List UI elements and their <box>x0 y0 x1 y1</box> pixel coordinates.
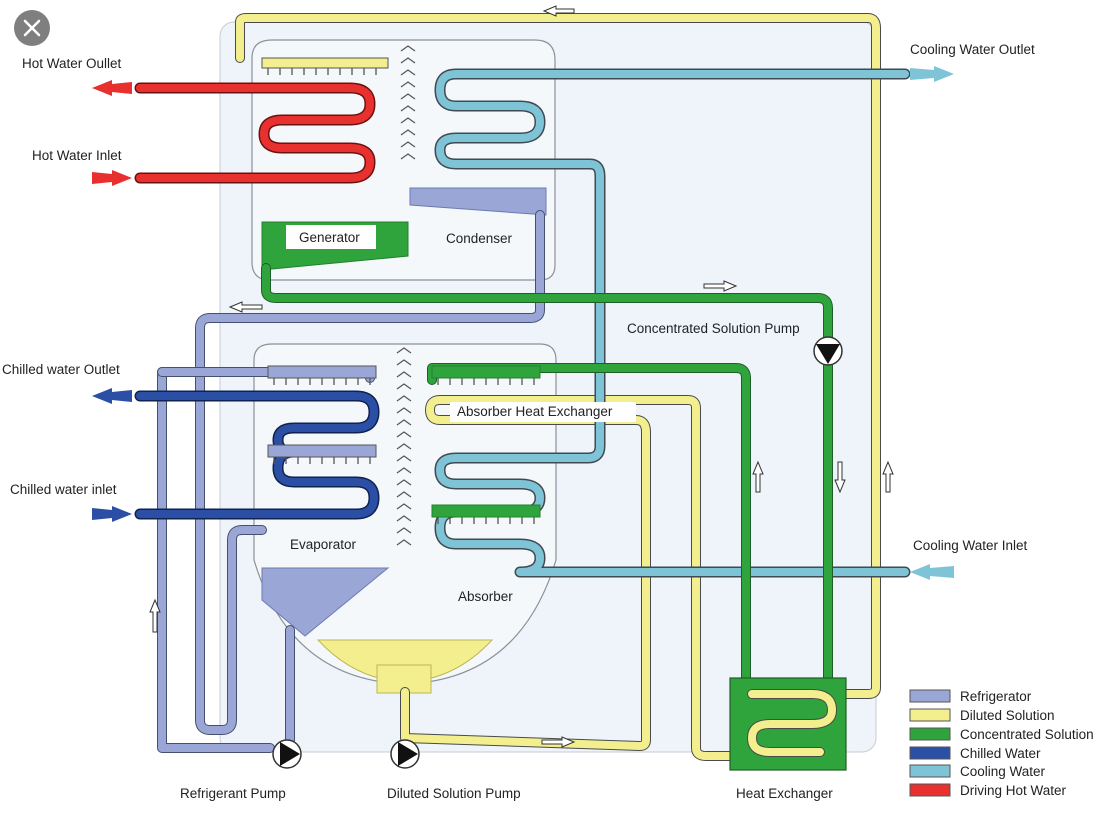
hot-water-outlet-label: Hot Water Oullet <box>22 56 122 71</box>
vapor-chevron <box>400 45 416 52</box>
vapor-chevron <box>396 539 412 546</box>
flow-arrow-icon <box>542 5 575 17</box>
diluted-solution-pump[interactable] <box>390 739 420 769</box>
vapor-chevron <box>396 371 412 378</box>
concentrated-solution-lines <box>261 263 833 685</box>
vapor-chevron <box>396 491 412 498</box>
cooling-water-lines <box>434 68 911 578</box>
vapor-chevron <box>396 443 412 450</box>
vapor-chevron <box>396 503 412 510</box>
vapor-chevron <box>396 515 412 522</box>
legend: Refrigerator Diluted Solution Concentrat… <box>909 689 1094 798</box>
vapor-chevron <box>400 117 416 124</box>
evaporator-label: Evaporator <box>290 537 357 552</box>
vapor-chevron <box>400 81 416 88</box>
vapor-chevron <box>400 69 416 76</box>
legend-label: Driving Hot Water <box>960 783 1067 798</box>
vapor-chevron <box>400 93 416 100</box>
legend-swatch <box>909 783 951 797</box>
legend-label: Chilled Water <box>960 746 1041 761</box>
legend-item: Driving Hot Water <box>909 783 1067 798</box>
hot-inlet-arrow-icon <box>92 170 132 186</box>
spray-headers <box>261 57 541 524</box>
chilled-outlet-arrow-icon <box>92 388 132 404</box>
chilled-water-inlet-label: Chilled water inlet <box>10 482 117 497</box>
heat-exchanger-box <box>729 677 847 771</box>
diluted-solution-lines <box>235 13 881 761</box>
heat-exchanger-label: Heat Exchanger <box>736 786 833 801</box>
upper-shell <box>251 39 556 281</box>
io-arrows <box>92 66 954 580</box>
condenser-tray <box>409 187 547 216</box>
refrigerant-tray <box>261 567 390 637</box>
vapor-chevron <box>396 467 412 474</box>
hot-water-lines <box>134 82 376 184</box>
legend-item: Concentrated Solution <box>909 727 1094 742</box>
flow-arrows <box>149 5 894 748</box>
vapor-chevron <box>396 527 412 534</box>
generator-label-bg <box>286 225 376 249</box>
flow-arrow-icon <box>703 280 738 292</box>
cooling-water-outlet-label: Cooling Water Outlet <box>910 42 1035 57</box>
close-button[interactable] <box>14 10 50 46</box>
flow-arrow-icon <box>882 460 894 493</box>
vapor-chevron <box>400 129 416 136</box>
legend-label: Refrigerator <box>960 689 1032 704</box>
flow-arrow-icon <box>834 461 846 494</box>
cooling-outlet-arrow-icon <box>910 66 954 82</box>
legend-item: Diluted Solution <box>909 708 1055 723</box>
chilled-water-outlet-label: Chilled water Outlet <box>2 362 120 377</box>
close-icon <box>23 19 41 37</box>
vapor-chevron <box>396 359 412 366</box>
vapor-chevron <box>400 153 416 160</box>
legend-swatch <box>909 746 951 760</box>
vapor-chevron <box>396 407 412 414</box>
legend-label: Diluted Solution <box>960 708 1055 723</box>
vapor-chevrons-upper <box>400 45 416 160</box>
absorber-label: Absorber <box>458 589 513 604</box>
legend-item: Cooling Water <box>909 764 1046 779</box>
refrigerant-pump[interactable] <box>272 739 302 769</box>
vapor-chevron <box>400 141 416 148</box>
flow-arrow-icon <box>541 736 576 748</box>
hot-water-inlet-label: Hot Water Inlet <box>32 148 122 163</box>
chilled-inlet-arrow-icon <box>92 506 132 522</box>
concentrated-solution-pump-label: Concentrated Solution Pump <box>627 321 800 336</box>
vapor-chevron <box>396 395 412 402</box>
legend-swatch <box>909 708 951 722</box>
legend-item: Refrigerator <box>909 689 1032 704</box>
absorber-heat-exchanger-label: Absorber Heat Exchanger <box>457 404 613 419</box>
vapor-chevron <box>396 419 412 426</box>
cooling-inlet-arrow-icon <box>910 564 954 580</box>
vapor-chevron <box>396 479 412 486</box>
vapor-chevron <box>396 347 412 354</box>
legend-swatch <box>909 689 951 703</box>
generator-label: Generator <box>299 230 360 245</box>
diluted-solution-pump-label: Diluted Solution Pump <box>387 786 521 801</box>
vapor-chevron <box>396 431 412 438</box>
vapor-chevrons-lower <box>396 347 412 546</box>
text-labels: Hot Water Oullet Hot Water Inlet Cooling… <box>2 42 1035 801</box>
vapor-chevron <box>396 455 412 462</box>
vapor-chevron <box>396 383 412 390</box>
hot-outlet-arrow-icon <box>92 80 132 96</box>
legend-item: Chilled Water <box>909 746 1041 761</box>
legend-swatch <box>909 727 951 741</box>
refrigerant-pump-label: Refrigerant Pump <box>180 786 286 801</box>
cooling-water-inlet-label: Cooling Water Inlet <box>913 538 1028 553</box>
flow-arrow-icon <box>752 460 764 493</box>
vapor-chevron <box>400 105 416 112</box>
concentrated-solution-pump[interactable] <box>813 336 843 366</box>
flow-arrow-icon <box>149 598 161 633</box>
legend-label: Concentrated Solution <box>960 727 1094 742</box>
condenser-label: Condenser <box>446 231 513 246</box>
vapor-chevron <box>400 57 416 64</box>
abs-hx-label-bg <box>450 402 636 422</box>
legend-label: Cooling Water <box>960 764 1046 779</box>
flow-arrow-icon <box>228 301 263 313</box>
legend-swatch <box>909 764 951 778</box>
